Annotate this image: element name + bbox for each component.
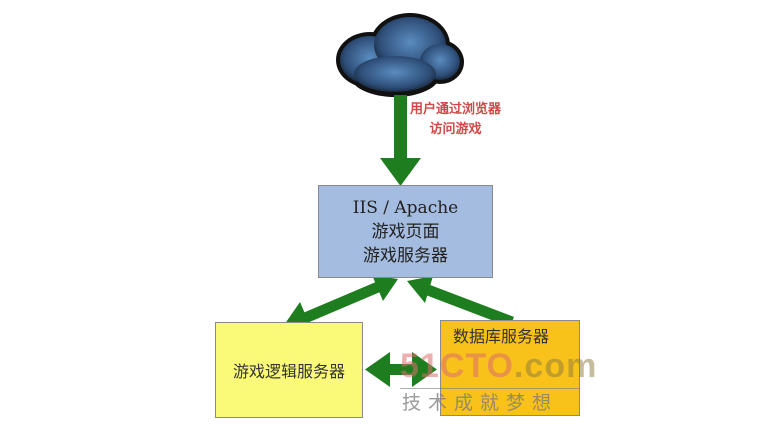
arrow-browser-to-web bbox=[380, 95, 421, 186]
watermark-brand-text: 51CTO bbox=[400, 347, 514, 385]
cloud-icon bbox=[336, 13, 464, 97]
logic-server-label: 游戏逻辑服务器 bbox=[232, 362, 345, 381]
watermark-slogan: 技术成就梦想 bbox=[402, 392, 559, 414]
logic-server-box: 游戏逻辑服务器 bbox=[215, 322, 363, 418]
label-line: 用户通过浏览器 bbox=[410, 102, 502, 117]
arrow-logic-db-bidirectional bbox=[365, 352, 437, 387]
browser-access-label: 用户通过浏览器 访问游戏 bbox=[410, 100, 501, 140]
arrow-db-to-web bbox=[407, 276, 514, 328]
web-server-line: 游戏服务器 bbox=[363, 245, 448, 266]
watermark-divider bbox=[400, 388, 580, 389]
label-line: 访问游戏 bbox=[429, 122, 482, 137]
web-server-line: IIS / Apache bbox=[352, 197, 459, 218]
db-server-label: 数据库服务器 bbox=[453, 327, 550, 346]
watermark-brand: 51CTO.com bbox=[400, 347, 597, 385]
web-server-box: IIS / Apache 游戏页面 游戏服务器 bbox=[318, 185, 493, 278]
web-server-line: 游戏页面 bbox=[371, 221, 440, 242]
db-server-box: 数据库服务器 bbox=[440, 320, 580, 416]
watermark-domain: .com bbox=[513, 347, 598, 385]
